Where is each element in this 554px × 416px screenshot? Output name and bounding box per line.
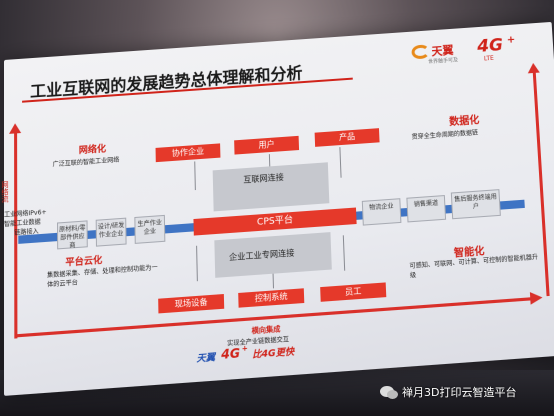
right-chain-label-2: 销售渠道	[413, 199, 439, 209]
top-box-partner: 协作企业	[155, 143, 221, 163]
left-vertical-label: 网络流	[0, 180, 10, 203]
footer-text: 比4G更快	[252, 347, 295, 361]
bottom-connector-3	[342, 235, 346, 271]
network-desc: 广泛互联的智能工业网络	[52, 156, 120, 169]
bottom-box-devices: 现场设备	[158, 294, 225, 314]
brand-lte: LTE	[483, 54, 495, 63]
right-chain-box-3: 售后服务终端用户	[450, 189, 501, 220]
watermark-text: 禅月3D打印云智造平台	[402, 386, 517, 399]
left-chain-box-3: 生产作业企业	[134, 214, 166, 244]
cps-platform-bar: CPS平台	[193, 207, 357, 236]
top-box-product: 产品	[314, 128, 380, 147]
top-connector-3	[339, 147, 342, 178]
slide-title: 工业互联网的发展趋势总体理解和分析	[30, 63, 303, 102]
brand-logo: 天翼 世界触手可及 4G LTE +	[411, 34, 527, 72]
platform-desc: 集数据采集、存储、处理和控制功能为一体的云平台	[47, 263, 160, 290]
footer-4g: 4G	[221, 345, 241, 362]
bottom-box-staff: 员工	[320, 282, 387, 302]
left-chain-label-1: 原材料/零部件供应商	[59, 224, 86, 250]
top-box-user: 用户	[234, 135, 300, 155]
bottom-connector-1	[196, 245, 198, 282]
smart-desc: 可感知、可联网、可计算、可控制的智能机器升级	[409, 253, 539, 281]
platform-title: 平台云化	[65, 255, 103, 269]
left-chain-label-2: 设计/研发作业企业	[97, 221, 125, 240]
platform-desc-text: 集数据采集、存储、处理和控制功能为一体的云平台	[47, 264, 158, 289]
wechat-icon-bubble	[387, 390, 398, 399]
left-chain-label-3: 生产作业企业	[137, 219, 163, 237]
right-arrow-head-icon	[527, 62, 540, 74]
right-chain-label-3: 售后服务终端用户	[454, 193, 497, 211]
footer-slogan: 天翼 4G + 比4G更快	[196, 342, 320, 368]
center-internet-panel	[212, 162, 330, 212]
footer-cn: 天翼	[196, 352, 216, 365]
top-connector-2	[268, 154, 271, 167]
bottom-connector-2	[272, 273, 275, 289]
left-chain-box-2: 设计/研发作业企业	[95, 217, 127, 247]
smart-desc-text: 可感知、可联网、可计算、可控制的智能机器升级	[409, 253, 539, 280]
brand-plus-icon: +	[506, 34, 516, 46]
brand-sub: 世界触手可及	[427, 57, 459, 66]
right-chain-box-2: 销售渠道	[406, 195, 447, 223]
brand-4g: 4G	[476, 35, 504, 57]
projected-slide: 工业互联网的发展趋势总体理解和分析 天翼 世界触手可及 4G LTE + 网络流…	[1, 21, 554, 396]
watermark: 禅月3D打印云智造平台	[380, 382, 550, 404]
right-chain-box-1: 物流企业	[361, 198, 402, 226]
bottom-box-control: 控制系统	[238, 288, 305, 308]
left-chain-box-1: 原材料/零部件供应商	[56, 220, 88, 250]
bottom-arrow-head-icon	[529, 291, 543, 305]
right-chain-label-1: 物流企业	[369, 202, 394, 212]
footer-plus-icon: +	[241, 344, 248, 354]
left-arrow-head-icon	[9, 122, 22, 134]
data-title: 数据化	[448, 115, 480, 129]
brand-swirl-icon	[411, 44, 430, 60]
top-connector-1	[194, 161, 196, 191]
data-desc: 贯穿全生命周期的数据链	[411, 129, 479, 142]
network-title: 网络化	[78, 144, 107, 157]
